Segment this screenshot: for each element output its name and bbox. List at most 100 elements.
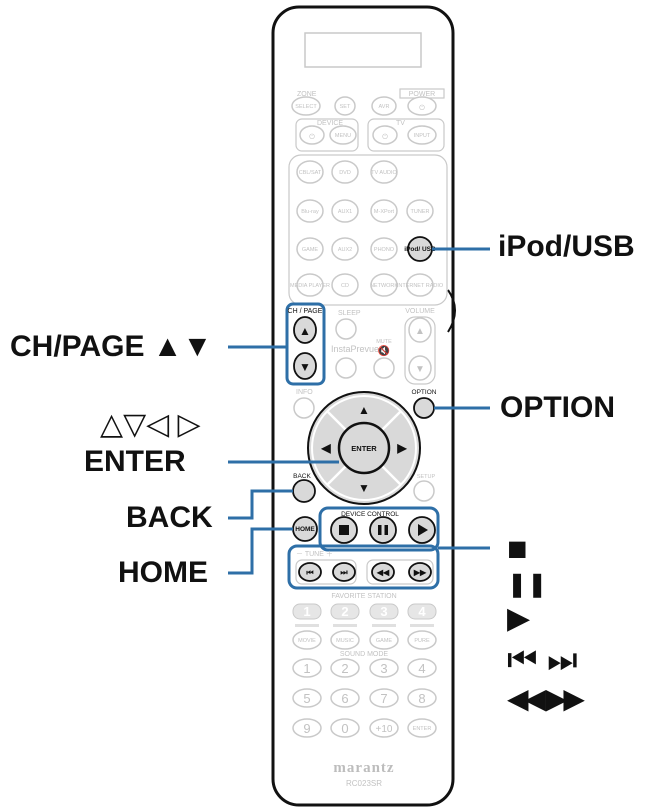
ch-page-down-key[interactable] — [293, 352, 317, 380]
cursor-left-key[interactable]: ◀ — [320, 441, 331, 455]
game-key-label: GAME — [302, 247, 319, 253]
callout-back: BACK — [126, 501, 213, 534]
tv-audio-key-label: TV AUDIO — [371, 170, 397, 176]
sleep-key[interactable] — [335, 318, 357, 340]
keypad-1-label: 1 — [303, 661, 310, 676]
keypad-0[interactable] — [330, 718, 360, 738]
keypad-enter-label: ENTER — [413, 726, 432, 732]
select-key-label: SELECT — [295, 104, 317, 110]
volume-group-frame — [404, 316, 436, 385]
skip-forward-key[interactable] — [332, 562, 356, 582]
tv-power-key[interactable] — [372, 125, 398, 145]
rewind-key[interactable] — [371, 562, 395, 582]
music-key[interactable] — [330, 630, 360, 650]
aux2-key[interactable] — [331, 237, 359, 261]
option-key[interactable] — [413, 397, 435, 419]
favorite-bar-4 — [410, 624, 434, 627]
cd-key[interactable] — [331, 273, 359, 297]
keypad-4-label: 4 — [418, 661, 425, 676]
ch-down-arrow-icon: ▼ — [299, 360, 311, 374]
power-section-label: POWER — [409, 91, 435, 98]
ch-page-up-key[interactable] — [293, 316, 317, 344]
favorite-key-2[interactable] — [330, 603, 360, 620]
keypad-3[interactable] — [369, 658, 399, 678]
keypad-3-label: 3 — [380, 661, 387, 676]
m-xport-key-label: M-XPort — [374, 209, 395, 215]
tv-section-label: TV — [396, 120, 405, 127]
keypad-9[interactable] — [292, 718, 322, 738]
skip-back-key[interactable] — [298, 562, 322, 582]
avr-key[interactable] — [371, 96, 397, 116]
dvd-key[interactable] — [331, 160, 359, 184]
cbl-sat-key[interactable] — [296, 160, 324, 184]
dvd-key-label: DVD — [339, 170, 351, 176]
set-key[interactable] — [334, 96, 356, 116]
volume-down-key[interactable] — [408, 355, 432, 381]
favorite-key-1[interactable] — [292, 603, 322, 620]
favorite-key-4-label: 4 — [418, 604, 426, 619]
keypad-4[interactable] — [407, 658, 437, 678]
menu-key[interactable] — [329, 125, 357, 145]
callout-home: HOME — [118, 556, 208, 589]
media-player-key[interactable] — [296, 273, 324, 297]
keypad-1[interactable] — [292, 658, 322, 678]
callout-search: ◀◀ ▶▶ — [507, 683, 585, 714]
keypad-5[interactable] — [292, 688, 322, 708]
skip-forward-icon: ⏭ — [340, 568, 348, 577]
option-key-label: OPTION — [412, 389, 437, 396]
internet-radio-key[interactable] — [406, 273, 434, 297]
pause-key[interactable] — [369, 516, 397, 544]
keypad-6[interactable] — [330, 688, 360, 708]
mute-key[interactable] — [373, 357, 395, 379]
phono-key[interactable] — [370, 237, 398, 261]
keypad-plus10[interactable] — [369, 718, 399, 738]
cursor-down-key[interactable]: ▼ — [358, 481, 370, 495]
keypad-7[interactable] — [369, 688, 399, 708]
tuner-key[interactable] — [406, 199, 434, 223]
setup-key[interactable] — [413, 480, 435, 502]
movie-key[interactable] — [292, 630, 322, 650]
keypad-8[interactable] — [407, 688, 437, 708]
select-key[interactable] — [291, 96, 321, 116]
tuner-key-label: TUNER — [411, 209, 430, 215]
fast-forward-key[interactable] — [408, 562, 432, 582]
device-control-section-label: DEVICE CONTROL — [341, 511, 399, 518]
game-mode-key[interactable] — [369, 630, 399, 650]
keypad-enter[interactable] — [407, 718, 437, 738]
device-power-icon: ⏻ — [309, 133, 315, 141]
pure-key[interactable] — [407, 630, 437, 650]
ch-page-key-label: CH / PAGE — [288, 308, 323, 315]
game-key[interactable] — [296, 237, 324, 261]
fast-forward-icon: ▶▶ — [413, 568, 427, 577]
device-power-key[interactable] — [299, 125, 325, 145]
tv-audio-key[interactable] — [370, 160, 398, 184]
favorite-key-4[interactable] — [407, 603, 437, 620]
sound-mode-section-label: SOUND MODE — [340, 651, 389, 658]
volume-up-key[interactable] — [408, 317, 432, 343]
m-xport-key[interactable] — [370, 199, 398, 223]
cursor-right-key[interactable]: ▶ — [396, 441, 407, 455]
callout-skip: ⏮ ⏭ — [507, 641, 578, 679]
favorite-key-3[interactable] — [369, 603, 399, 620]
music-key-label: MUSIC — [336, 638, 354, 644]
aux1-key-label: AUX1 — [338, 209, 352, 215]
volume-down-icon: ▼ — [415, 364, 425, 375]
bluray-key[interactable] — [296, 199, 324, 223]
keypad-2[interactable] — [330, 658, 360, 678]
callout-ch-page: CH/PAGE ▲▼ — [10, 330, 213, 363]
enter-key[interactable] — [337, 421, 391, 475]
info-key-label: INFO — [296, 389, 313, 396]
set-key-label: SET — [340, 104, 351, 110]
instaprevue-key-label: InstaPrevue — [331, 344, 379, 354]
avr-power-key[interactable] — [407, 96, 437, 116]
callout-option: OPTION — [500, 391, 616, 424]
aux1-key[interactable] — [331, 199, 359, 223]
cursor-up-key[interactable]: ▲ — [358, 403, 370, 417]
back-key[interactable] — [292, 479, 316, 503]
info-key[interactable] — [293, 397, 315, 419]
keypad-0-label: 0 — [341, 721, 348, 736]
tv-input-key[interactable] — [407, 125, 437, 145]
network-key[interactable] — [370, 273, 398, 297]
instaprevue-key[interactable] — [335, 357, 357, 379]
